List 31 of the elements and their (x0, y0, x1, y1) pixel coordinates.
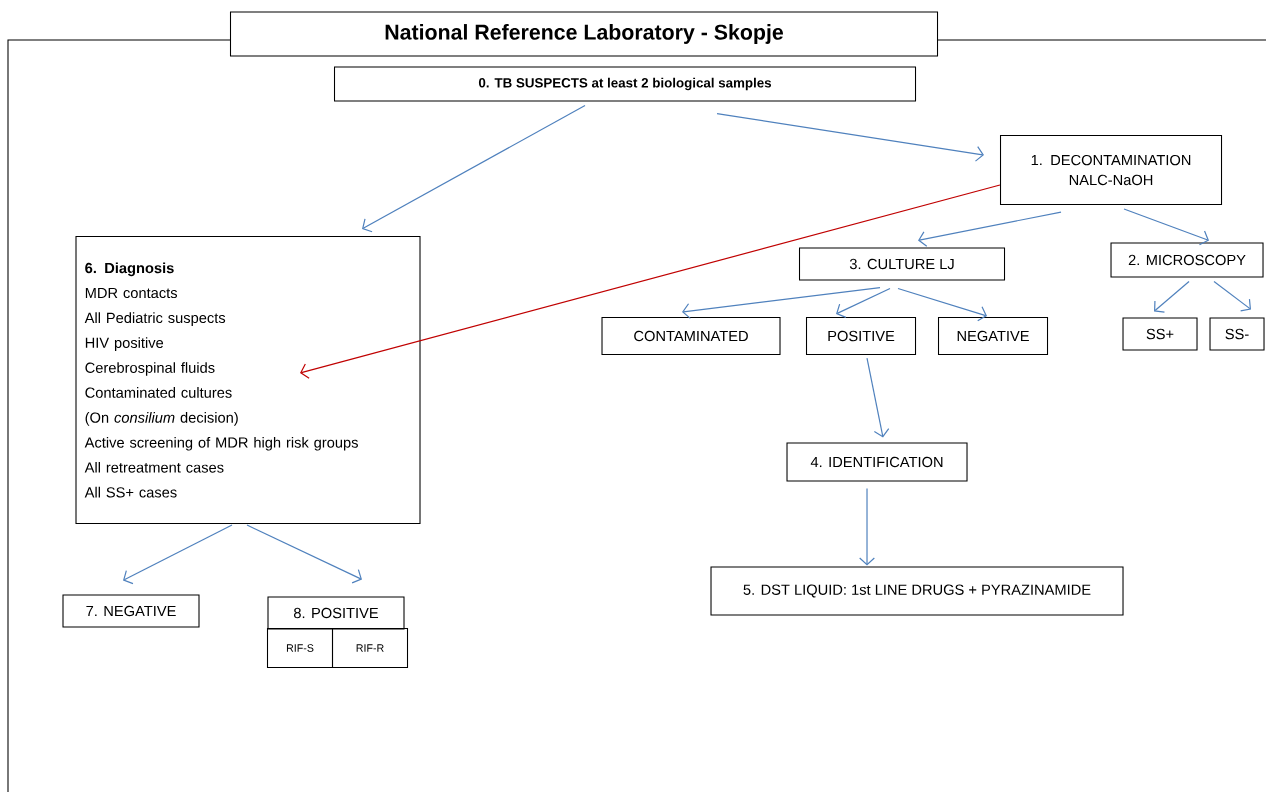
process-box: 0. TB SUSPECTS at least 2 biological samples (333, 66, 917, 102)
arrow (1154, 280, 1190, 313)
arrow (918, 211, 1062, 247)
arrow (866, 357, 890, 438)
process-box: CONTAMINATED (601, 316, 781, 356)
arrow (682, 286, 881, 319)
title-box: National Reference Laboratory - Skopje (229, 11, 939, 57)
diagnosis-box: 6. Diagnosis MDR contacts All Pediatric suspects HIV positive Cerebrospinal fluids Contaminated cultures (On consilium decision) Active screening of MDR high risk groups All retreatment cases All SS+ cases (75, 235, 421, 525)
arrow (123, 524, 233, 585)
process-box: 1. DECONTAMINATION NALC-NaOH (1000, 134, 1223, 206)
process-box: 7. NEGATIVE (62, 594, 200, 628)
process-box: SS+ (1122, 317, 1198, 351)
process-box: RIF-S (266, 627, 334, 669)
process-box: 2. MICROSCOPY (1110, 242, 1264, 278)
process-box: POSITIVE (805, 316, 917, 356)
process-box: 3. CULTURE LJ (798, 247, 1006, 281)
process-box: 5. DST LIQUID: 1st LINE DRUGS + PYRAZINAMIDE (710, 566, 1124, 616)
arrow (300, 184, 1001, 379)
arrow (716, 112, 984, 162)
process-box: 4. IDENTIFICATION (786, 442, 968, 482)
arrow (246, 524, 362, 584)
arrow (859, 487, 875, 566)
arrow (362, 104, 586, 233)
arrow (1213, 280, 1251, 312)
arrow (897, 287, 987, 322)
process-box: RIF-R (331, 627, 409, 669)
arrow (836, 287, 891, 319)
process-box: NEGATIVE (937, 316, 1049, 356)
process-box: SS- (1209, 317, 1265, 351)
arrow (1123, 208, 1210, 246)
process-box: 8. POSITIVE (267, 596, 405, 630)
